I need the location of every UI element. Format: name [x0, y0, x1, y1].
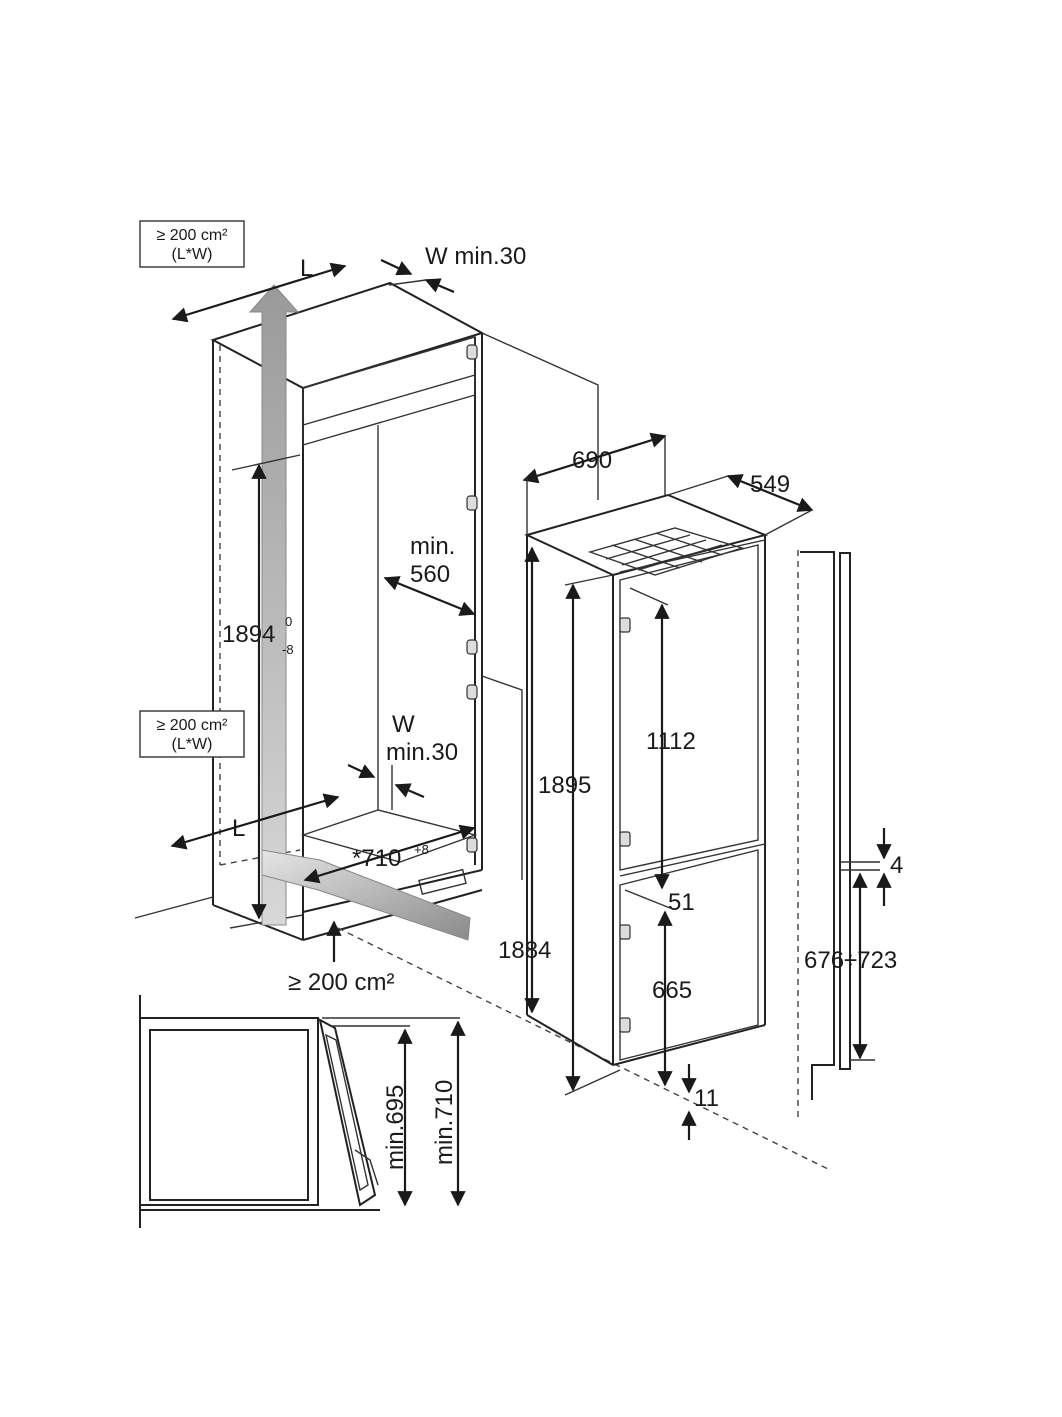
vent-box-mid: ≥ 200 cm² (L*W): [139, 710, 245, 758]
plinth-min2-label: min.710: [431, 1080, 458, 1165]
vent-box-top: ≥ 200 cm² (L*W): [139, 220, 245, 268]
w-top-label: W min.30: [425, 243, 526, 270]
niche-width-line1: min.: [410, 533, 455, 560]
niche-height-tol-bottom: -8: [282, 642, 294, 657]
appliance-side-height-label: 1884: [498, 937, 551, 964]
niche-height-label: 1894: [222, 621, 275, 648]
appliance-depth-label: 549: [750, 471, 790, 498]
vent-top-line2: (L*W): [172, 246, 213, 263]
appliance-width-label: 690: [572, 447, 612, 474]
appliance-dimensions: 690 549 1884 1895 1112 51 665 11: [498, 432, 814, 1140]
vent-mid-line1: ≥ 200 cm²: [156, 717, 228, 734]
appliance-height-label: 1895: [538, 772, 591, 799]
w-mid-line1: W: [392, 711, 415, 738]
niche-height-tol-top: 0: [285, 614, 292, 629]
door-gap-label: 4: [890, 852, 903, 879]
plinth-min1-label: min.695: [382, 1085, 409, 1170]
airflow-arrows: [248, 284, 471, 941]
furniture-door-label: 676÷723: [804, 947, 897, 974]
vent-mid-line2: (L*W): [172, 736, 213, 753]
niche-depth-label: *710: [352, 845, 401, 872]
w-mid-line2: min.30: [386, 739, 458, 766]
door-side-profile: 4 676÷723: [797, 550, 903, 1120]
niche-width-line2: 560: [410, 561, 450, 588]
niche-cabinet: [134, 281, 599, 941]
fridge-door-label: 1112: [646, 728, 696, 755]
freezer-door-label: 665: [652, 977, 692, 1004]
l-top-label: L: [300, 255, 313, 282]
plinth-section: min.695 min.710: [139, 995, 466, 1228]
floor-dashed-line: [337, 927, 831, 1171]
vent-bottom-label: ≥ 200 cm²: [288, 969, 395, 996]
gap-label: 51: [668, 889, 695, 916]
vent-top-line1: ≥ 200 cm²: [156, 227, 228, 244]
bottom-gap-label: 11: [694, 1085, 719, 1112]
niche-depth-tol: +8: [414, 842, 429, 857]
appliance-hinge-icons: [619, 617, 631, 1033]
l-bottom-label: L: [232, 815, 245, 842]
niche-dimensions: L W min.30 1894 0 -8 min. 560 W min.30 L…: [170, 243, 526, 996]
